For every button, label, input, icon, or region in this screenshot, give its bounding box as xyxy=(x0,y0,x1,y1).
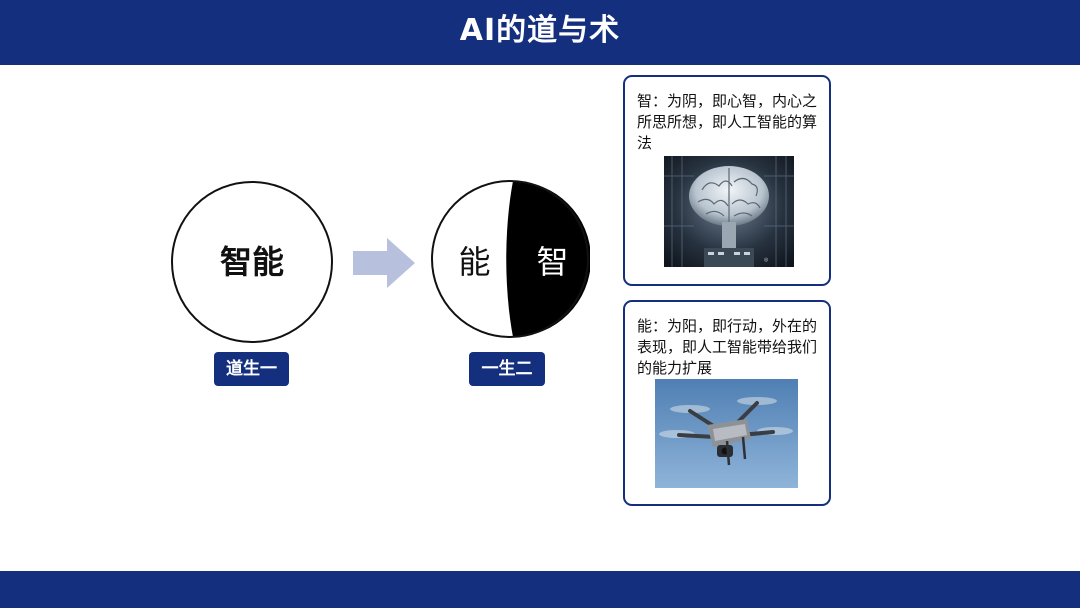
zhi-card-text: 智：为阴，即心智，内心之所思所想，即人工智能的算法 xyxy=(637,92,818,152)
page-title: AI的道与术 xyxy=(459,13,621,48)
duality-circle xyxy=(431,180,590,338)
neng-card: 能：为阳，即行动，外在的表现，即人工智能带给我们的能力扩展 xyxy=(623,300,831,506)
svg-text:◎: ◎ xyxy=(764,257,769,263)
neng-card-text: 能：为阳，即行动，外在的表现，即人工智能带给我们的能力扩展 xyxy=(637,317,818,377)
brain-image: ◎ xyxy=(664,156,794,267)
zhi-card: 智：为阴，即心智，内心之所思所想，即人工智能的算法 xyxy=(623,75,831,286)
dao-sheng-yi-badge: 道生一 xyxy=(214,352,289,386)
right-arrow-icon xyxy=(353,238,415,288)
unity-circle: 智能 xyxy=(171,181,333,343)
zhi-label: 智 xyxy=(536,243,569,281)
neng-label: 能 xyxy=(458,243,491,281)
header-bar xyxy=(0,0,1080,65)
drone-image xyxy=(655,379,798,488)
footer-bar xyxy=(0,571,1080,608)
yi-sheng-er-badge: 一生二 xyxy=(469,352,545,386)
unity-circle-label: 智能 xyxy=(219,243,284,281)
